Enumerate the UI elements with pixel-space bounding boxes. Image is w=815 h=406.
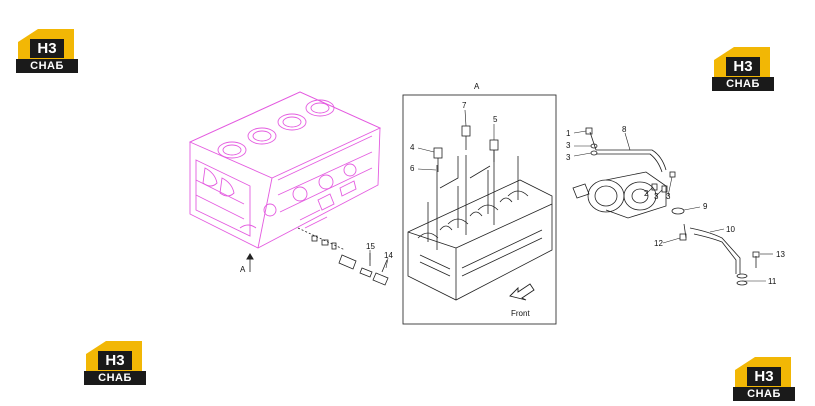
logo-brand: CHAБ <box>84 371 146 385</box>
callout-label: 3 <box>566 141 571 150</box>
logo-brand: CHAБ <box>712 77 774 91</box>
house-logo-icon <box>714 47 770 77</box>
callout-label: 4 <box>410 143 415 152</box>
house-logo-icon <box>86 341 142 371</box>
view-arrow-left <box>246 253 254 272</box>
callout-label: 11 <box>768 277 777 286</box>
callout-label: 9 <box>703 202 708 211</box>
logo-mark: H3 <box>754 368 774 385</box>
callout-label: 8 <box>622 125 627 134</box>
callout-label: 7 <box>462 101 467 110</box>
front-arrow-icon <box>509 283 535 301</box>
logo-bottom-left: H3 CHAБ <box>84 340 146 386</box>
crankcase-detail <box>407 125 553 301</box>
callout-label: 10 <box>726 225 735 234</box>
logo-brand: CHAБ <box>733 387 795 401</box>
sensor-assembly <box>297 227 389 286</box>
logo-top-right: H3 CHAБ <box>712 46 774 92</box>
callout-label: 12 <box>654 239 663 248</box>
valve-assembly <box>572 127 760 286</box>
callout-label: 1 <box>566 129 571 138</box>
logo-mark: H3 <box>733 58 753 75</box>
callout-label: 5 <box>493 115 498 124</box>
logo-brand: CHAБ <box>16 59 78 73</box>
callout-label: 3 <box>566 153 571 162</box>
view-label-top: A <box>474 82 480 91</box>
logo-bottom-right: H3 CHAБ <box>733 356 795 402</box>
callout-label: 3 <box>666 192 671 201</box>
house-logo-icon <box>735 357 791 387</box>
detail-view-frame <box>402 94 557 325</box>
callout-label: 15 <box>366 242 375 251</box>
logo-top-left: H3 CHAБ <box>16 28 78 74</box>
callout-label: 2 <box>644 189 649 198</box>
callout-label: 6 <box>410 164 415 173</box>
view-label-left: A <box>240 265 246 274</box>
callout-label: 13 <box>776 250 785 259</box>
leader-lines <box>369 109 773 282</box>
logo-mark: H3 <box>105 352 125 369</box>
callout-label: 14 <box>384 251 393 260</box>
engine-block <box>188 91 382 249</box>
house-logo-icon <box>18 29 74 59</box>
front-label: Front <box>511 309 530 318</box>
callout-label: 3 <box>654 192 659 201</box>
logo-mark: H3 <box>37 40 57 57</box>
